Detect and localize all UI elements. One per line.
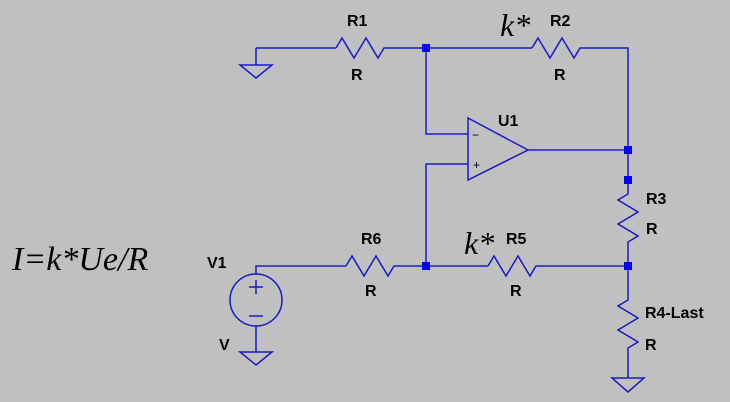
ground-icon (237, 64, 275, 79)
plus-icon (249, 280, 263, 294)
ground-icon (237, 351, 275, 366)
r1-name: R1 (347, 13, 368, 30)
r2-name: R2 (550, 13, 571, 30)
junction-dot (422, 44, 430, 52)
wire-gnd-r1 (255, 47, 336, 65)
r5-prefix: k* (464, 225, 494, 261)
r2-prefix: k* (500, 7, 530, 43)
r4-name: R4-Last (645, 305, 704, 322)
r6-value: R (365, 283, 377, 300)
r3-value: R (646, 221, 658, 238)
wire-v1-top (255, 265, 346, 274)
v1-value: V (219, 337, 230, 354)
u1-name: U1 (498, 113, 519, 130)
r4-value: R (645, 337, 657, 354)
ground-icon (610, 377, 646, 393)
r3-name: R3 (646, 191, 667, 208)
r1-value: R (351, 67, 363, 84)
u1-inverting-pin: − (472, 128, 479, 142)
resistor-r1 (335, 36, 426, 60)
resistor-r5 (487, 254, 628, 278)
r6-name: R6 (361, 231, 382, 248)
v1-name: V1 (207, 255, 227, 272)
resistor-r2 (531, 36, 629, 150)
junction-dot (624, 176, 632, 184)
r5-name: R5 (506, 231, 527, 248)
resistor-r4 (616, 266, 640, 378)
opamp-u1 (467, 116, 530, 182)
wire-noninverting-input (425, 163, 468, 266)
junction-dot (624, 262, 632, 270)
r2-value: R (554, 67, 566, 84)
u1-noninverting-pin: + (473, 158, 480, 172)
wire-inverting-input (425, 48, 468, 135)
resistor-r3 (616, 180, 640, 266)
junction-dot (422, 262, 430, 270)
junction-dot (624, 146, 632, 154)
r5-value: R (510, 283, 522, 300)
resistor-r6 (345, 254, 488, 278)
current-formula: I=k*Ue/R (11, 241, 148, 278)
